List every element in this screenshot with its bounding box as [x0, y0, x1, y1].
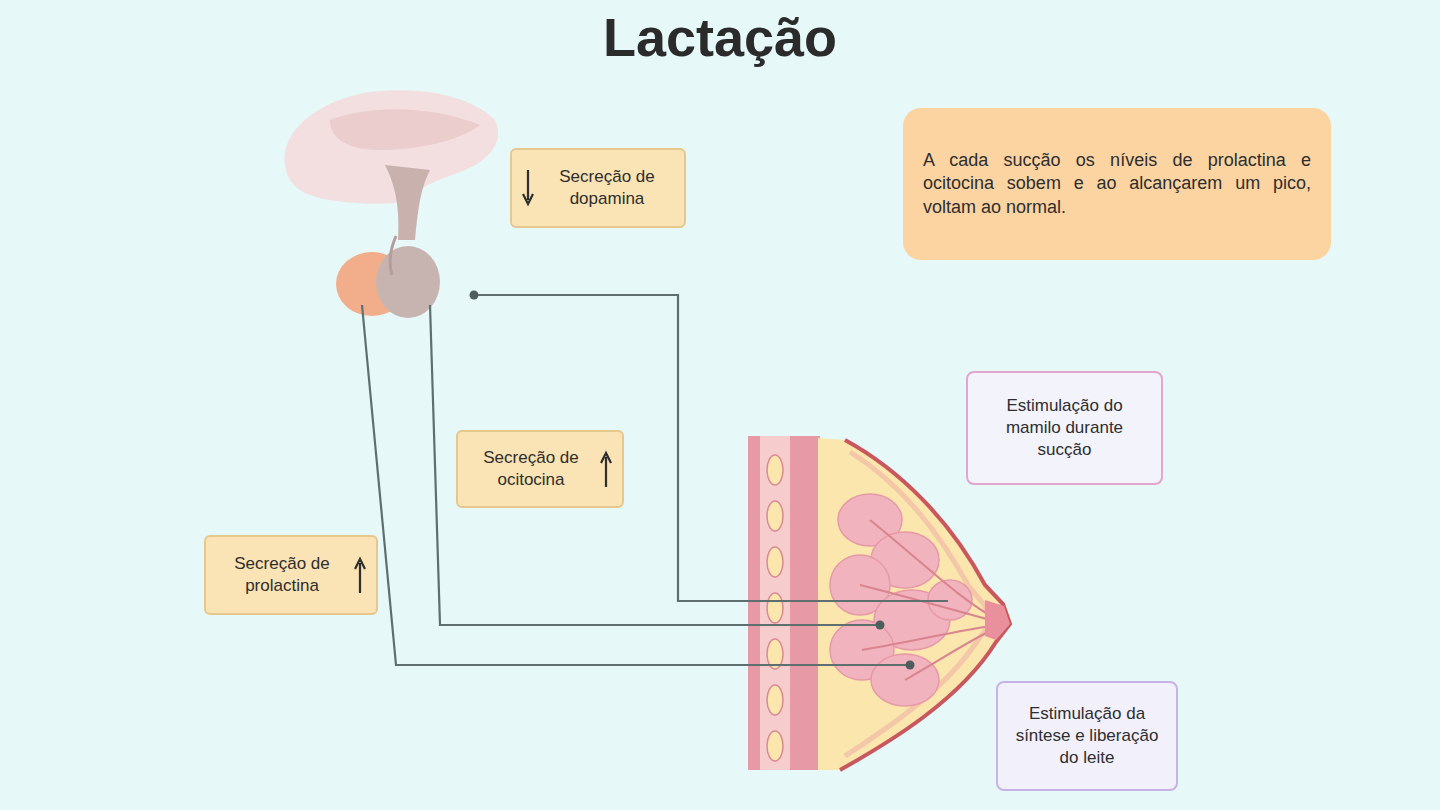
box-label: Secreção de prolactina: [216, 553, 348, 597]
signal-line: [362, 295, 948, 665]
box-label: Estimulação do mamilo durante sucção: [980, 395, 1149, 461]
increase-arrow: [354, 555, 366, 595]
box-label: Estimulação da síntese e liberação do le…: [1010, 703, 1164, 769]
note-text: A cada sucção os níveis de prolactina e …: [923, 149, 1311, 219]
hormone-box: Secreção de prolactina: [204, 535, 378, 615]
box-label: Secreção de ocitocina: [468, 447, 594, 491]
arrow-stroke: [523, 170, 533, 204]
arrow-stroke: [601, 453, 611, 487]
box-label: Secreção de dopamina: [540, 166, 674, 210]
rib: [767, 685, 783, 715]
rib: [767, 547, 783, 577]
pituitary-gland: [336, 236, 440, 318]
increase-arrow: [600, 449, 612, 489]
process-box: Estimulação do mamilo durante sucção: [966, 371, 1163, 485]
title: Lactação: [0, 6, 1440, 68]
rib: [767, 455, 783, 485]
hormone-box: Secreção de ocitocina: [456, 430, 624, 508]
decrease-arrow: [522, 168, 534, 208]
rib: [767, 731, 783, 761]
breast: [748, 436, 1010, 770]
note-box: A cada sucção os níveis de prolactina e …: [903, 108, 1331, 260]
rib: [767, 593, 783, 623]
arrow-stroke: [355, 559, 365, 593]
hypothalamus: [285, 90, 499, 240]
process-box: Estimulação da síntese e liberação do le…: [996, 681, 1178, 791]
rib: [767, 501, 783, 531]
hormone-box: Secreção de dopamina: [510, 148, 686, 228]
